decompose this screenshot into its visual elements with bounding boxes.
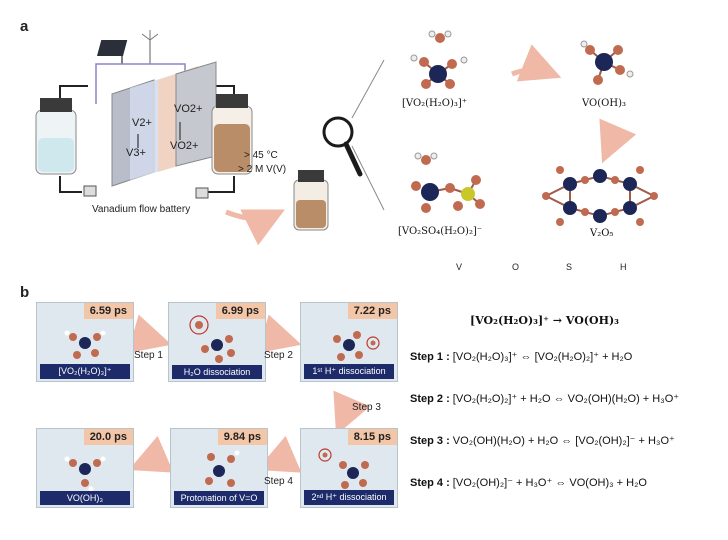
panel-b-arrows — [127, 314, 371, 473]
species-label-3: [VO₂SO₄(H₂O)₂]⁻ — [398, 226, 483, 237]
wire-top — [95, 63, 186, 104]
arrow-step3 — [333, 390, 371, 436]
step-3-label: Step 3 — [352, 402, 381, 413]
arrow-s2-s4 — [599, 118, 637, 164]
snapshot-time: 6.99 ps — [215, 303, 265, 319]
legend-h-label: H — [620, 262, 627, 272]
pump-left-icon — [83, 185, 97, 197]
wind-turbine-icon — [141, 30, 159, 64]
overall-equation: [VO₂(H₂O)₃]⁺ → VO(OH)₃ — [470, 314, 619, 327]
equation-step-1: Step 1 : [VO₂(H₂O)₃]⁺ ⇔ [VO₂(H₂O)₂]⁺ + H… — [410, 350, 632, 363]
legend-o-label: O — [512, 262, 520, 272]
pump-right-icon — [195, 187, 209, 199]
snapshot-5-molecule — [205, 450, 240, 487]
snapshot-caption: VO(OH)₃ — [40, 491, 130, 505]
solar-panel-icon — [96, 40, 128, 64]
ion-left-bottom: V3+ — [126, 147, 146, 159]
arrow-to-precipitate — [225, 209, 285, 246]
arrow-s1-s2 — [511, 44, 562, 82]
battery-caption: Vanadium flow battery — [92, 204, 191, 215]
equation-text: [VO₂(H₂O)₂]⁺ + H₂O ⇔ VO₂(OH)(H₂O) + H₃O⁺ — [452, 393, 680, 405]
snapshot-4-molecule — [318, 448, 369, 489]
snapshot-time: 20.0 ps — [83, 429, 133, 445]
precipitate-tank — [293, 170, 329, 231]
snapshot-caption: 2ⁿᵈ H⁺ dissociation — [304, 490, 394, 505]
snapshot-caption: H₂O dissociation — [172, 365, 262, 379]
panel-a-letter: a — [20, 18, 29, 35]
snapshot-6: 20.0 ps VO(OH)₃ — [36, 428, 134, 508]
electrochemical-cell — [111, 61, 217, 187]
left-electrolyte-tank — [35, 98, 77, 175]
equation-text: VO₂(OH)(H₂O) + H₂O ⇔ [VO₂(OH)₂]⁻ + H₃O⁺ — [452, 435, 675, 447]
snapshot-caption: [VO₂(H₂O)₃]⁺ — [40, 364, 130, 379]
condition-temp: > 45 °C — [244, 150, 278, 161]
snapshot-5: 9.84 ps Protonation of V=O — [170, 428, 268, 508]
panel-b-letter: b — [20, 284, 30, 301]
snapshot-1: 6.59 ps [VO₂(H₂O)₃]⁺ — [36, 302, 134, 382]
arrow-final — [128, 435, 174, 473]
equation-label: Step 1 : — [410, 351, 450, 363]
snapshot-6-molecule — [64, 456, 106, 492]
step-4-label: Step 4 — [264, 476, 293, 487]
legend-s-label: S — [566, 262, 573, 272]
snapshot-3: 7.22 ps 1ˢᵗ H⁺ dissociation — [300, 302, 398, 382]
equation-label: Step 2 : — [410, 393, 450, 405]
arrow-step2 — [257, 314, 302, 354]
condition-conc: > 2 M V(V) — [238, 164, 287, 175]
snapshot-1-molecule — [64, 330, 106, 359]
arrow-step4 — [256, 435, 302, 473]
snapshot-4: 8.15 ps 2ⁿᵈ H⁺ dissociation — [300, 428, 398, 508]
snapshot-2: 6.99 ps H₂O dissociation — [168, 302, 266, 382]
pipe-left-bottom — [59, 176, 82, 193]
equation-label: Step 4 : — [410, 477, 450, 489]
equation-step-3: Step 3 : VO₂(OH)(H₂O) + H₂O ⇔ [VO₂(OH)₂]… — [410, 434, 675, 447]
ion-left-top: V2+ — [132, 117, 152, 129]
species-label-4: V₂O₅ — [590, 228, 614, 239]
species-label-1: [VO₂(H₂O)₃]⁺ — [402, 98, 468, 109]
magnifier-icon — [322, 59, 385, 211]
molecule-vooh3 — [580, 40, 634, 85]
molecule-v2o5 — [542, 166, 658, 226]
snapshot-2-molecule — [189, 315, 235, 363]
snapshot-time: 8.15 ps — [347, 429, 397, 445]
ion-right-top: VO2+ — [174, 103, 203, 115]
right-electrolyte-tank — [211, 94, 253, 175]
snapshot-time: 9.84 ps — [217, 429, 267, 445]
step-1-label: Step 1 — [134, 350, 163, 361]
snapshot-3-molecule — [333, 331, 380, 361]
snapshot-time: 6.59 ps — [83, 303, 133, 319]
ion-right-bottom: VO2+ — [170, 140, 199, 152]
equation-text: [VO₂(H₂O)₃]⁺ ⇔ [VO₂(H₂O)₂]⁺ + H₂O — [452, 351, 633, 363]
arrow-step1 — [127, 314, 172, 354]
snapshot-caption: Protonation of V=O — [174, 491, 264, 505]
snapshot-caption: 1ˢᵗ H⁺ dissociation — [304, 364, 394, 379]
step-2-label: Step 2 — [264, 350, 293, 361]
legend-v-label: V — [456, 262, 463, 272]
equation-step-4: Step 4 : [VO₂(OH)₂]⁻ + H₃O⁺ ⇔ VO(OH)₃ + … — [410, 476, 647, 489]
equation-step-2: Step 2 : [VO₂(H₂O)₂]⁺ + H₂O ⇔ VO₂(OH)(H₂… — [410, 392, 679, 405]
panel-a-graphic — [35, 30, 658, 246]
molecule-vo2h2o3 — [410, 30, 468, 89]
molecule-vo2so4 — [411, 152, 485, 213]
equation-text: [VO₂(OH)₂]⁻ + H₃O⁺ ⇔ VO(OH)₃ + H₂O — [452, 477, 647, 489]
snapshot-time: 7.22 ps — [347, 303, 397, 319]
species-label-2: VO(OH)₃ — [582, 98, 626, 109]
equation-label: Step 3 : — [410, 435, 450, 447]
pipe-right-bottom — [208, 176, 235, 193]
